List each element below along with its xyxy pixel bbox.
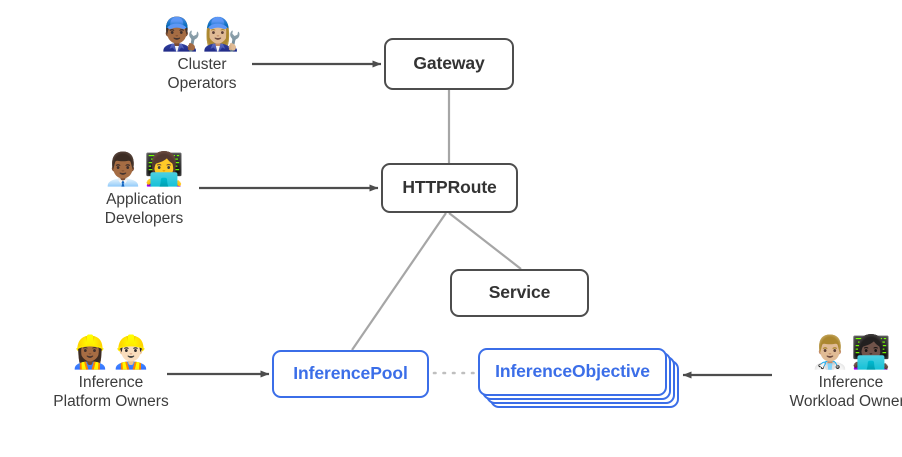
office-worker-technologist-pair-icon: 👨🏾‍💼👩‍💻: [103, 151, 185, 187]
actor-inference-platform-owners-label: Inference Platform Owners: [53, 374, 169, 411]
node-inferencepool[interactable]: InferencePool: [272, 350, 429, 398]
edge-httproute-to-inferencepool: [351, 212, 447, 351]
node-service[interactable]: Service: [450, 269, 589, 317]
node-httproute[interactable]: HTTPRoute: [381, 163, 518, 213]
construction-worker-pair-icon: 👷🏾‍♀️👷🏻‍♂️: [70, 334, 152, 370]
actor-application-developers: 👨🏾‍💼👩‍💻 Application Developers: [88, 153, 200, 228]
node-service-label: Service: [488, 282, 551, 303]
actor-application-developers-label: Application Developers: [104, 191, 184, 228]
node-httproute-label: HTTPRoute: [402, 177, 497, 198]
actor-inference-platform-owners: 👷🏾‍♀️👷🏻‍♂️ Inference Platform Owners: [38, 336, 184, 411]
health-worker-technologist-pair-icon: 👨🏼‍⚕️👩🏿‍💻: [810, 334, 892, 370]
node-gateway-label: Gateway: [413, 53, 485, 74]
actor-inference-workload-owners-label: Inference Workload Owners: [789, 374, 902, 411]
actor-cluster-operators: 👨🏾‍🔧👩🏼‍🔧 Cluster Operators: [147, 18, 257, 93]
actor-cluster-operators-label: Cluster Operators: [167, 56, 237, 93]
edge-httproute-to-service: [448, 212, 522, 270]
node-inferenceobjective[interactable]: InferenceObjective: [478, 348, 667, 396]
actor-inference-workload-owners: 👨🏼‍⚕️👩🏿‍💻 Inference Workload Owners: [776, 336, 902, 411]
node-inferencepool-label: InferencePool: [293, 363, 408, 384]
mechanic-pair-icon: 👨🏾‍🔧👩🏼‍🔧: [161, 16, 243, 52]
node-inferenceobjective-label: InferenceObjective: [495, 361, 650, 382]
node-gateway[interactable]: Gateway: [384, 38, 514, 90]
